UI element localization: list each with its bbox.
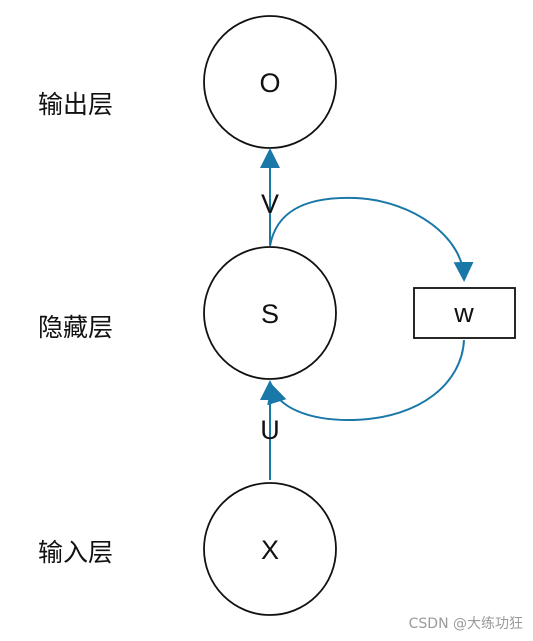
- watermark-text: CSDN @大练功狂: [408, 616, 523, 632]
- input-node-circle: [203, 482, 337, 616]
- hidden-node-label: S: [261, 299, 279, 329]
- arrow-hidden-to-weight: [269, 196, 474, 282]
- hidden-node-circle: [203, 246, 337, 380]
- output-node-label: O: [259, 68, 280, 98]
- weight-label: w: [453, 298, 474, 328]
- hidden-layer-label: 隐藏层: [38, 313, 113, 342]
- weight-box: [413, 287, 516, 339]
- edge-label-v: V: [261, 189, 279, 219]
- input-node-label: X: [261, 535, 279, 565]
- arrow-weight-to-hidden: [267, 339, 465, 422]
- input-layer-label: 输入层: [38, 538, 113, 567]
- output-layer-label: 输出层: [38, 90, 113, 119]
- edge-label-u: U: [260, 415, 280, 445]
